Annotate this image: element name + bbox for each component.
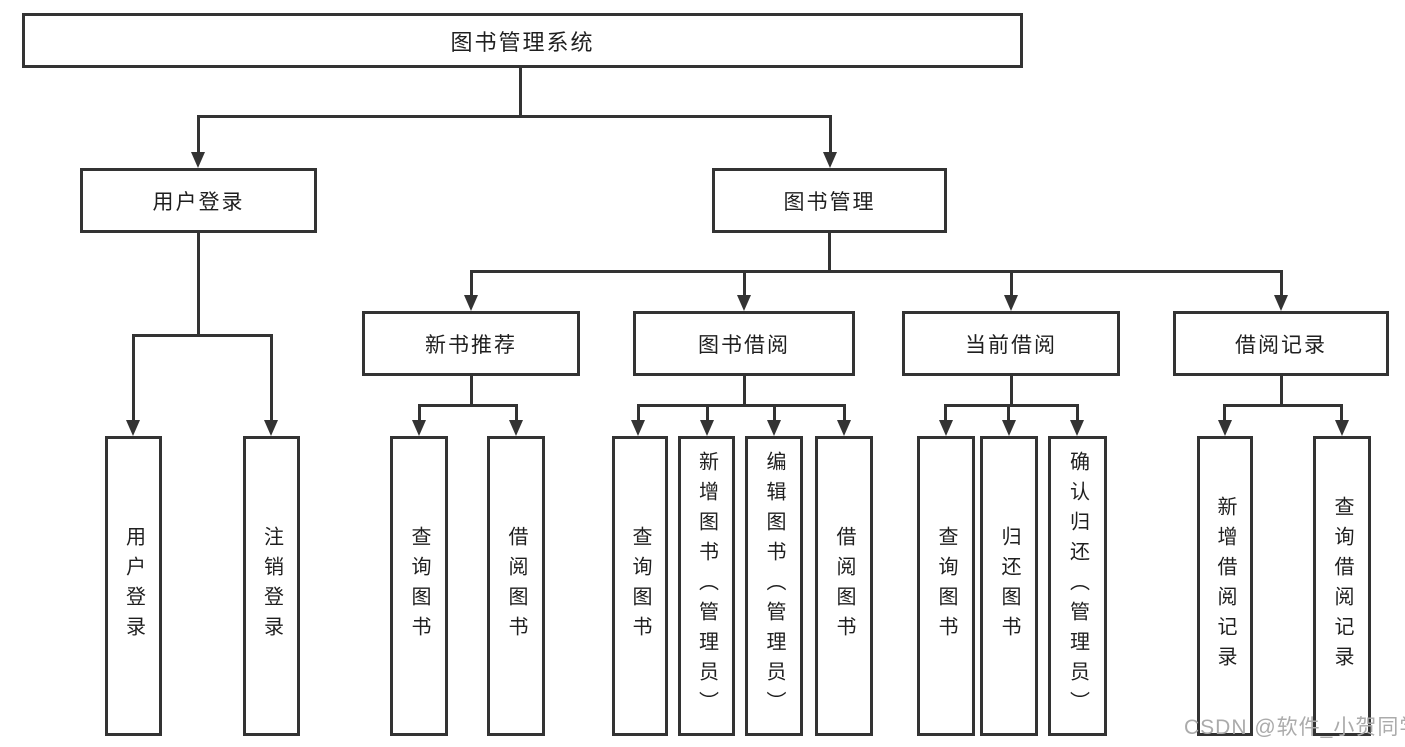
- arrow-down-icon: [464, 295, 478, 311]
- csdn-watermark: CSDN @软件_小贺同学: [1184, 716, 1405, 739]
- leaf-borrow-books-recommend: 借阅图书: [487, 436, 545, 736]
- leaf-user-login: 用户登录: [105, 436, 162, 736]
- connector-line: [1223, 404, 1226, 422]
- arrow-down-icon: [1004, 295, 1018, 311]
- leaf-return-books: 归还图书: [980, 436, 1038, 736]
- arrow-down-icon: [1218, 420, 1232, 436]
- connector-line: [743, 270, 746, 297]
- node-new-book-recommend: 新书推荐: [362, 311, 580, 376]
- connector-line: [773, 404, 776, 422]
- connector-line: [637, 404, 846, 407]
- connector-line: [1340, 404, 1343, 422]
- leaf-edit-books-admin: 编辑图书（管理员）: [745, 436, 803, 736]
- connector-line: [1280, 270, 1283, 297]
- arrow-down-icon: [700, 420, 714, 436]
- arrow-down-icon: [631, 420, 645, 436]
- leaf-add-borrow-record: 新增借阅记录: [1197, 436, 1253, 736]
- connector-line: [843, 404, 846, 422]
- arrow-down-icon: [191, 152, 205, 168]
- arrow-down-icon: [1274, 295, 1288, 311]
- arrow-down-icon: [767, 420, 781, 436]
- connector-line: [1076, 404, 1079, 422]
- connector-line: [1010, 376, 1013, 407]
- node-borrow-records: 借阅记录: [1173, 311, 1389, 376]
- node-user-login: 用户登录: [80, 168, 317, 233]
- arrow-down-icon: [1070, 420, 1084, 436]
- connector-line: [829, 115, 832, 154]
- leaf-query-books-borrow: 查询图书: [612, 436, 668, 736]
- arrow-down-icon: [412, 420, 426, 436]
- arrow-down-icon: [264, 420, 278, 436]
- connector-line: [270, 334, 273, 422]
- connector-line: [197, 115, 832, 118]
- arrow-down-icon: [509, 420, 523, 436]
- arrow-down-icon: [823, 152, 837, 168]
- leaf-query-borrow-record: 查询借阅记录: [1313, 436, 1371, 736]
- connector-line: [743, 376, 746, 407]
- arrow-down-icon: [1002, 420, 1016, 436]
- arrow-down-icon: [126, 420, 140, 436]
- connector-line: [637, 404, 640, 422]
- arrow-down-icon: [737, 295, 751, 311]
- node-book-borrow: 图书借阅: [633, 311, 855, 376]
- connector-line: [132, 334, 135, 422]
- connector-line: [470, 270, 1283, 273]
- leaf-add-books-admin: 新增图书（管理员）: [678, 436, 735, 736]
- connector-line: [828, 233, 831, 273]
- arrow-down-icon: [939, 420, 953, 436]
- connector-line: [1280, 376, 1283, 407]
- node-current-borrow: 当前借阅: [902, 311, 1120, 376]
- connector-line: [944, 404, 1078, 407]
- connector-line: [132, 334, 273, 337]
- arrow-down-icon: [837, 420, 851, 436]
- connector-line: [1007, 404, 1010, 422]
- connector-line: [519, 68, 522, 118]
- connector-line: [418, 404, 518, 407]
- connector-line: [470, 376, 473, 407]
- connector-line: [515, 404, 518, 422]
- connector-line: [470, 270, 473, 297]
- connector-line: [418, 404, 421, 422]
- leaf-query-books-current: 查询图书: [917, 436, 975, 736]
- arrow-down-icon: [1335, 420, 1349, 436]
- node-book-management: 图书管理: [712, 168, 947, 233]
- leaf-confirm-return-admin: 确认归还（管理员）: [1048, 436, 1107, 736]
- leaf-logout: 注销登录: [243, 436, 300, 736]
- connector-line: [1010, 270, 1013, 297]
- connector-line: [197, 233, 200, 337]
- leaf-borrow-books: 借阅图书: [815, 436, 873, 736]
- connector-line: [197, 115, 200, 154]
- connector-line: [1223, 404, 1343, 407]
- node-library-management-system: 图书管理系统: [22, 13, 1023, 68]
- connector-line: [944, 404, 947, 422]
- connector-line: [706, 404, 709, 422]
- leaf-query-books-recommend: 查询图书: [390, 436, 448, 736]
